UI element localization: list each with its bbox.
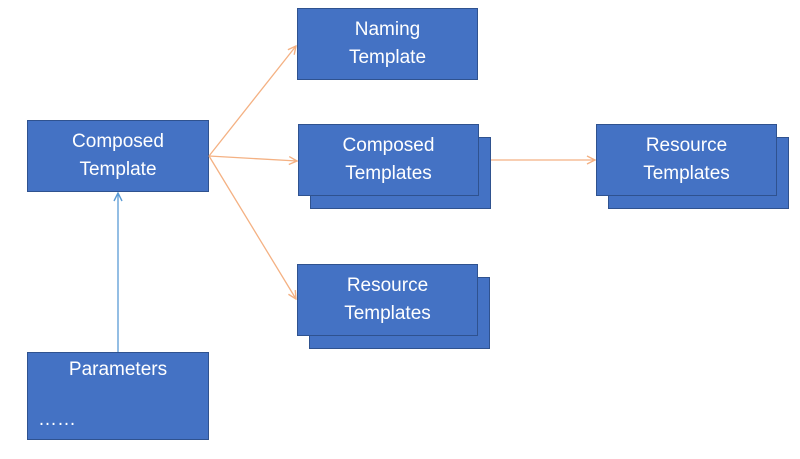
- parameters-ellipsis: ……: [38, 409, 76, 430]
- composed-template-node: Composed Template: [27, 120, 209, 192]
- arrow-to-resource-templates-bottom: [208, 155, 296, 299]
- parameters-node: Parameters ……: [27, 352, 209, 440]
- naming-template-label: Naming Template: [348, 19, 427, 68]
- resource-templates-bottom-node: Resource Templates: [297, 264, 478, 336]
- arrow-to-naming-template: [208, 46, 296, 157]
- composed-template-label: Composed Template: [72, 131, 164, 180]
- resource-templates-right-label: Resource Templates: [643, 135, 730, 184]
- parameters-title: Parameters: [68, 359, 168, 380]
- resource-templates-bottom-label: Resource Templates: [344, 275, 431, 324]
- composed-templates-label: Composed Templates: [342, 135, 435, 184]
- naming-template-node: Naming Template: [297, 8, 478, 80]
- resource-templates-right-node: Resource Templates: [596, 124, 777, 196]
- arrow-to-composed-templates: [208, 155, 297, 161]
- composed-templates-node: Composed Templates: [298, 124, 479, 196]
